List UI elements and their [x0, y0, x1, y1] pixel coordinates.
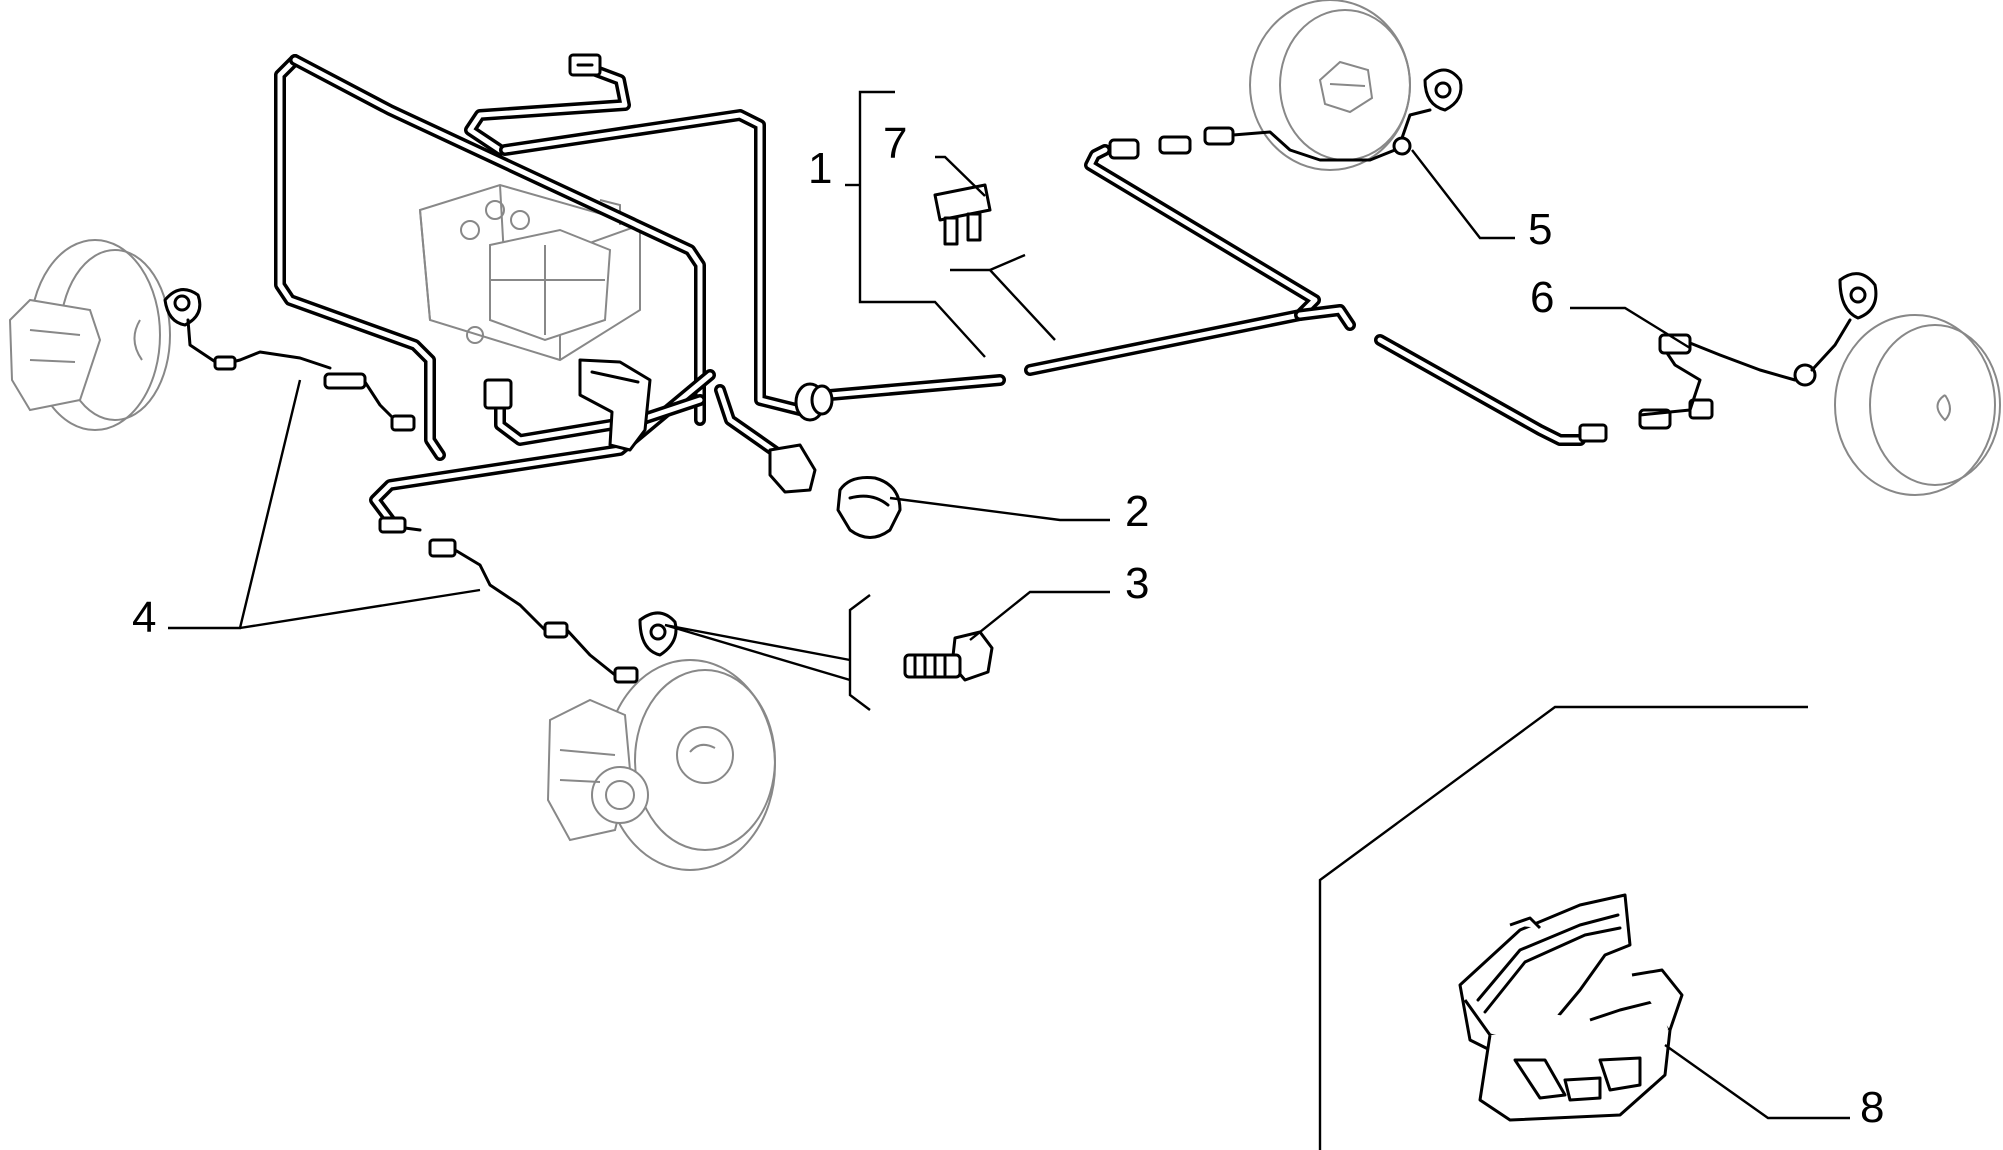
callout-5: 5 [1528, 205, 1552, 254]
harness-connector-near-2 [768, 443, 817, 494]
part-2-connector-cover [836, 476, 902, 539]
harness-grommet [794, 382, 834, 422]
part-8-harness-bracket [1458, 893, 1684, 1122]
callout-6: 6 [1530, 273, 1554, 322]
abs-wiring-harness [274, 54, 1586, 526]
front-left-brake-disc [8, 239, 171, 431]
front-left-wheel-speed-sensor [163, 288, 416, 432]
front-right-brake-disc [546, 659, 776, 871]
callout-leaders [168, 90, 1850, 1150]
callout-labels: 1 2 3 4 5 6 7 8 [132, 119, 1884, 1132]
callout-4: 4 [132, 593, 156, 642]
part-7-fuse [933, 183, 992, 246]
callout-8: 8 [1860, 1083, 1884, 1132]
front-right-wheel-speed-sensor [378, 516, 678, 684]
callout-2: 2 [1125, 487, 1149, 536]
rear-right-wheel-speed-sensor [1578, 272, 1878, 443]
rear-right-brake-drum [1834, 314, 2001, 496]
callout-1: 1 [808, 144, 832, 193]
abs-modulator-unit [418, 183, 641, 362]
rear-left-wheel-speed-sensor [1108, 68, 1463, 162]
top-harness-connector [568, 53, 602, 77]
callout-7: 7 [883, 119, 907, 168]
rear-left-brake-drum [1249, 0, 1411, 171]
module-connector-plug [483, 358, 652, 452]
callout-3: 3 [1125, 559, 1149, 608]
part-3-bolt [903, 630, 994, 682]
